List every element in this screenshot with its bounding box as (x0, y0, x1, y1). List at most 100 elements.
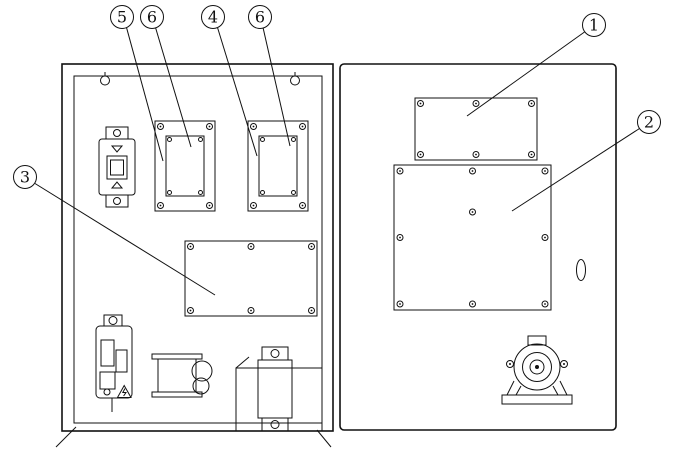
bracket-line (559, 380, 568, 396)
contactor-assembly (235, 346, 323, 432)
motor-hub (529, 359, 545, 375)
screw-icon (417, 151, 424, 158)
callout-circle (248, 5, 272, 29)
callout-5: 5 (110, 5, 134, 29)
breaker-window (106, 155, 128, 180)
motor-base (501, 394, 573, 405)
terminal-hole-icon (103, 388, 111, 396)
bracket-line (552, 385, 559, 396)
leader-line-2 (511, 128, 640, 212)
door-handle (576, 259, 586, 281)
screw-icon (157, 202, 164, 209)
leader-lines (34, 27, 640, 448)
right-panel-outline (339, 63, 617, 431)
screw-icon (250, 202, 257, 209)
screw-icon (250, 123, 257, 130)
left-panel (61, 63, 334, 432)
screw-icon (291, 190, 296, 195)
callouts: 5 6 4 6 1 2 3 (13, 5, 661, 189)
motor-cap (527, 335, 547, 346)
transformer (151, 353, 213, 398)
screw-icon (198, 137, 203, 142)
screw-icon (157, 123, 164, 130)
screw-icon (472, 151, 480, 158)
bracket-line (515, 385, 522, 396)
circuit-breaker-upper (98, 126, 136, 208)
callout-number: 6 (255, 8, 265, 27)
mount-eye-right (290, 72, 300, 86)
screw-icon (541, 300, 549, 308)
screw-icon (528, 100, 535, 107)
leader-line-6a (155, 27, 192, 148)
leader-line-6b (262, 27, 291, 147)
terminal-hole-icon (270, 420, 280, 429)
circuit-breaker-lower (95, 314, 133, 412)
callout-circle (110, 5, 134, 29)
breaker-window (100, 339, 115, 367)
plate-outline (414, 97, 538, 161)
plate-edge-line (235, 356, 250, 369)
bracket-line (506, 380, 515, 396)
bolt-icon (560, 360, 568, 368)
callout-circle (201, 5, 225, 29)
plate-outline (184, 240, 318, 317)
screw-icon (291, 137, 296, 142)
callout-number: 6 (147, 8, 157, 27)
screw-icon (187, 243, 194, 250)
corner-mark-right (316, 429, 332, 448)
screw-icon (247, 307, 255, 314)
right-panel (339, 63, 617, 431)
terminal-bottom (105, 194, 129, 208)
screw-icon (299, 202, 306, 209)
screw-icon (206, 202, 213, 209)
terminal-hole-icon (113, 197, 121, 205)
cover-plate-1 (154, 120, 216, 212)
screw-icon (247, 243, 255, 250)
cover-plate-large (393, 164, 552, 311)
warning-triangle-icon (116, 384, 132, 398)
leader-line-3 (34, 183, 216, 296)
callout-2: 2 (637, 110, 661, 134)
callout-number: 1 (589, 16, 599, 35)
plate-outline (393, 164, 552, 311)
screw-icon (308, 243, 315, 250)
callout-number: 3 (20, 168, 30, 187)
screw-icon (308, 307, 315, 314)
screw-icon (260, 137, 265, 142)
leader-line-5 (126, 27, 164, 162)
leader-line-4 (217, 27, 258, 157)
callout-4: 4 (201, 5, 225, 29)
motor-housing (513, 343, 561, 391)
coil-icon (191, 360, 213, 382)
screw-icon (260, 190, 265, 195)
breaker-toggle (110, 159, 124, 176)
callout-6b: 6 (248, 5, 272, 29)
bolt-icon (506, 360, 514, 368)
callout-number: 5 (117, 8, 127, 27)
screw-icon (417, 100, 424, 107)
eye-ring (290, 75, 300, 86)
screw-icon (541, 167, 549, 175)
terminal-hole-icon (113, 129, 121, 137)
screw-icon (167, 190, 172, 195)
callout-circle (140, 5, 164, 29)
breaker-body (95, 325, 133, 399)
plate-inner (165, 135, 205, 197)
leader-line-1 (466, 31, 585, 117)
screw-icon (187, 307, 194, 314)
contactor-cap-bottom (261, 417, 289, 432)
callout-circle (582, 13, 606, 37)
screw-icon (541, 234, 549, 241)
arrow-up-icon (110, 181, 124, 189)
corner-mark-left (55, 426, 77, 448)
motor-ring (522, 352, 552, 382)
left-panel-outline (61, 63, 334, 432)
screw-icon (167, 137, 172, 142)
screw-icon (299, 123, 306, 130)
motor-shaft (535, 365, 539, 369)
breaker-toggle (115, 349, 128, 373)
callout-1: 1 (582, 13, 606, 37)
plate-outline (154, 120, 216, 212)
